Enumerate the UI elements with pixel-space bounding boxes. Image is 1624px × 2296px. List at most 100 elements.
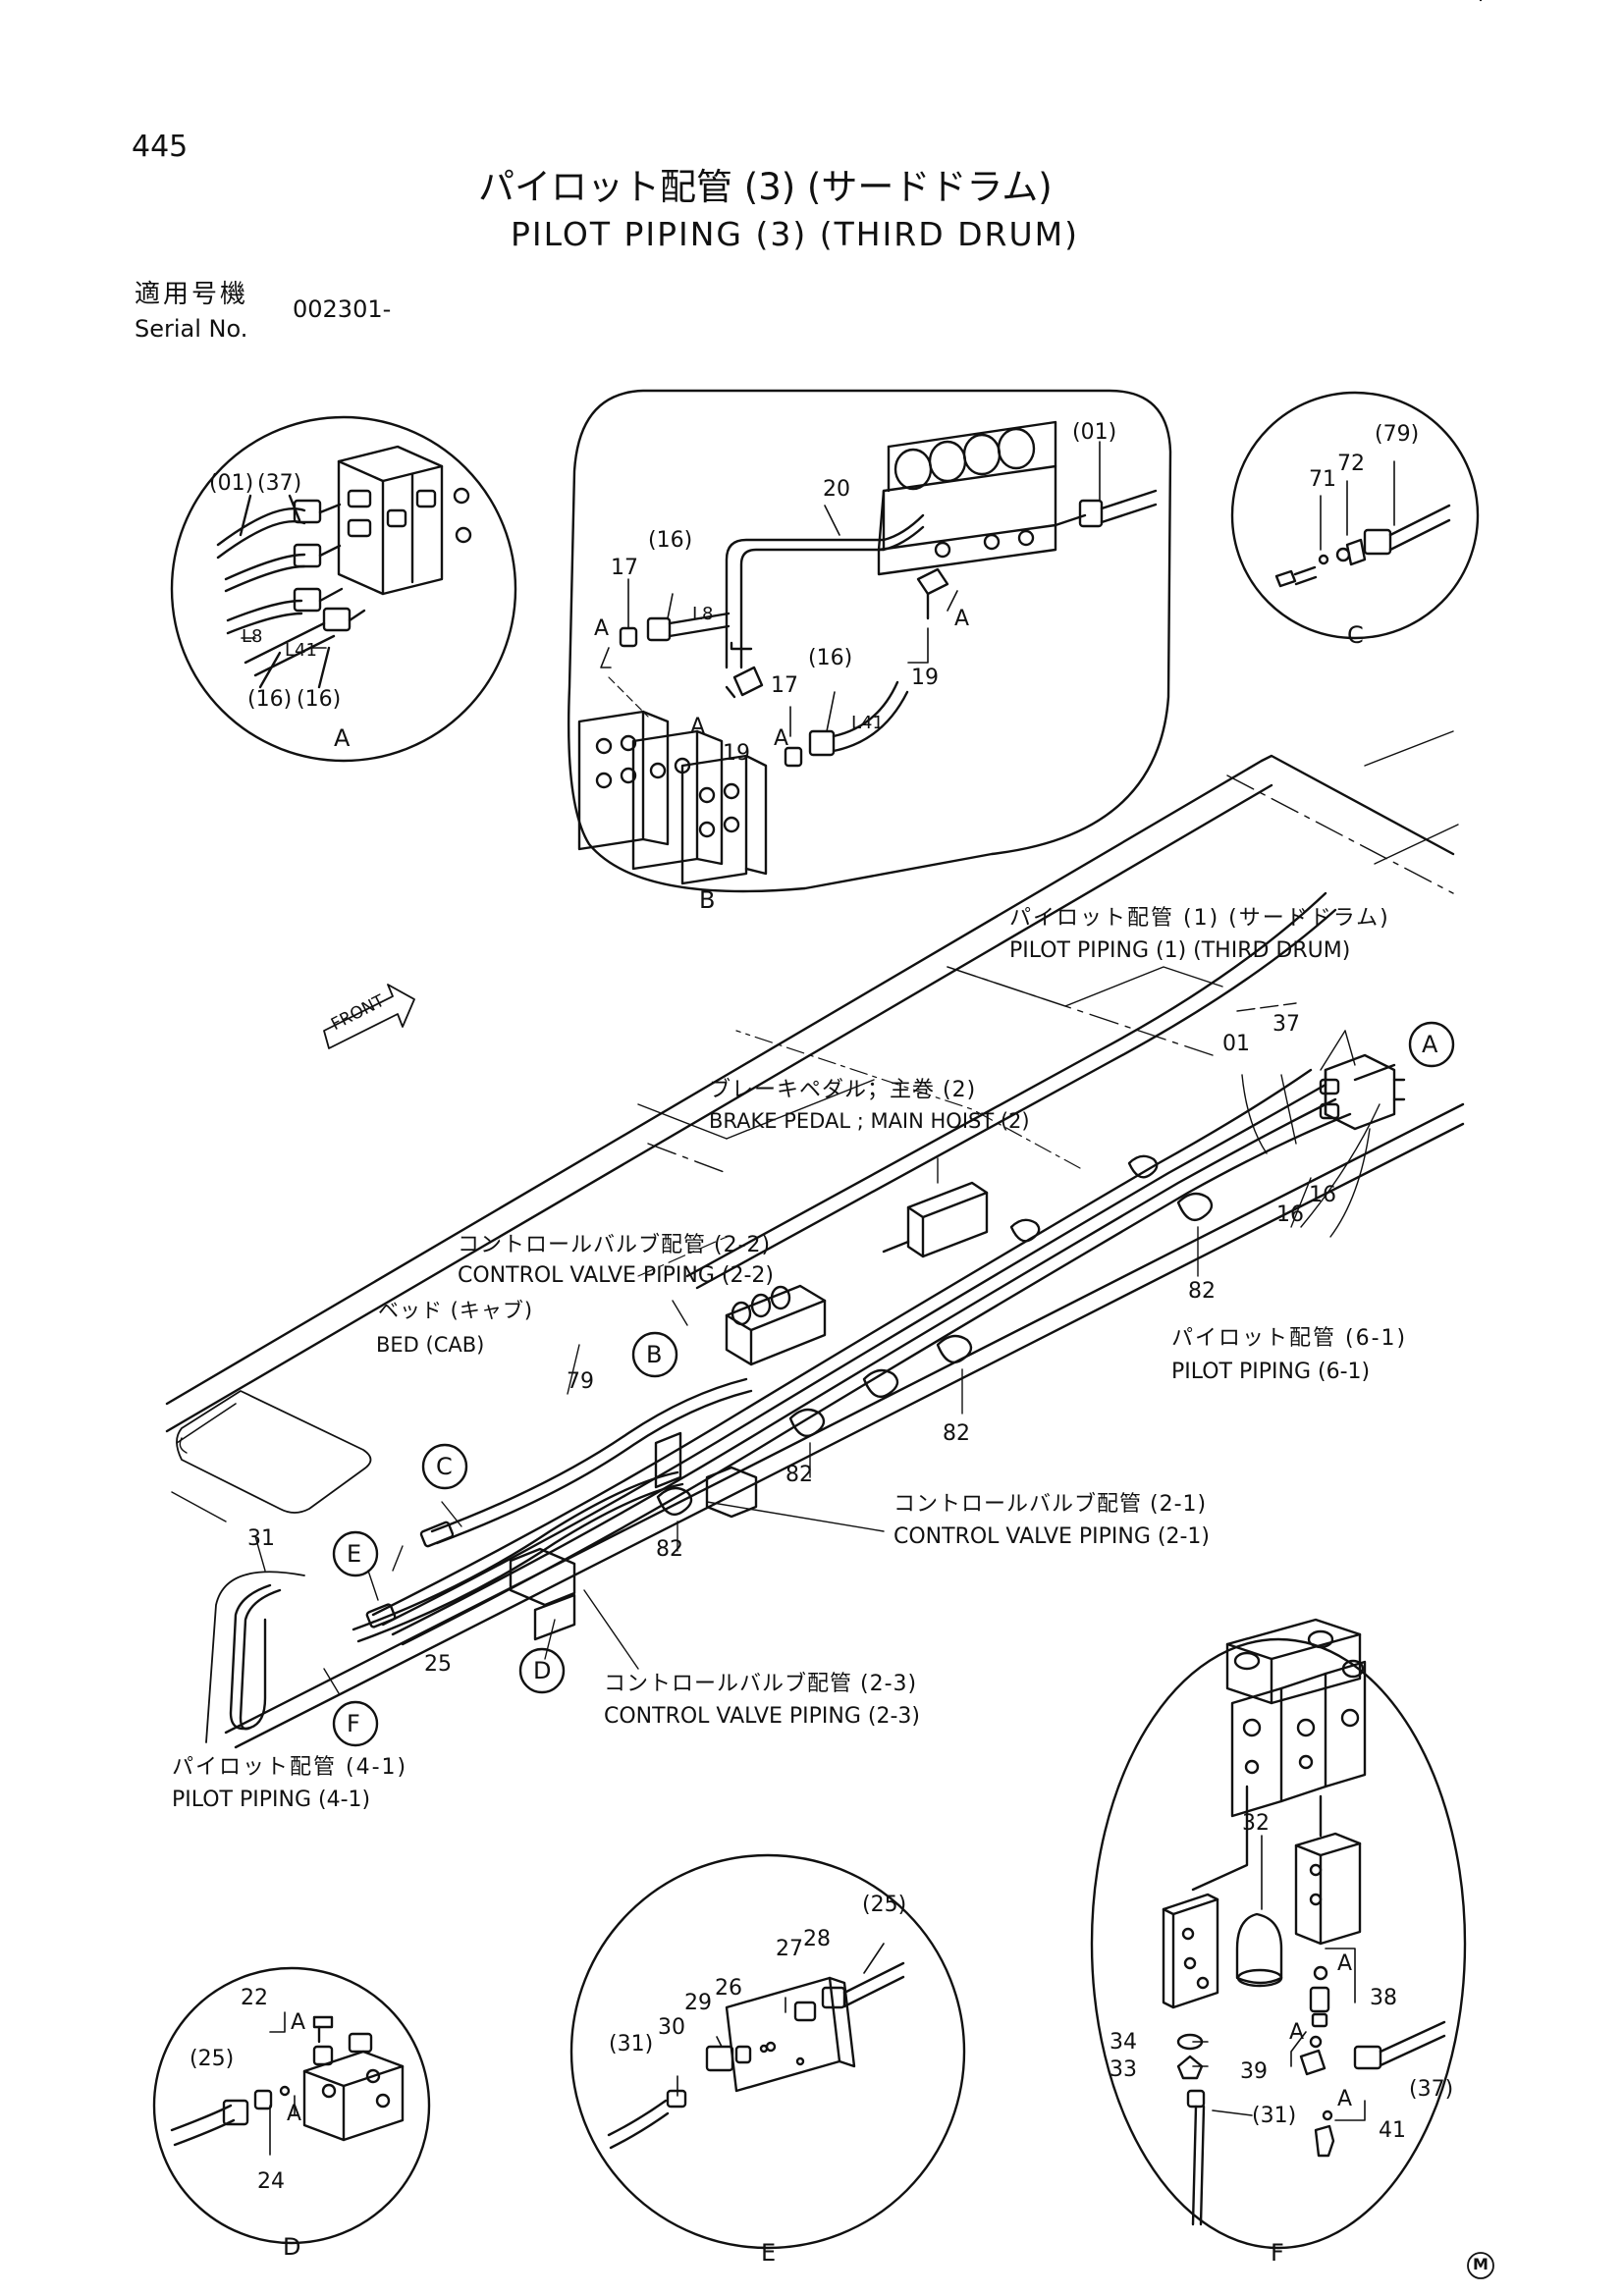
detail-label-e: E	[761, 2239, 777, 2267]
label-b-a2: A	[954, 607, 970, 631]
detail-label-a: A	[334, 724, 351, 752]
callout-cv21-en: CONTROL VALVE PIPING (2-1)	[893, 1524, 1211, 1549]
ref-a: A	[1422, 1031, 1438, 1058]
label-d-22: 22	[241, 1986, 268, 2010]
manufacturer-mark: M	[1473, 2255, 1489, 2273]
piping-assembly	[205, 891, 1406, 1743]
detail-f	[1090, 1618, 1467, 2250]
detail-d	[152, 1966, 431, 2245]
label-f-39: 39	[1240, 2059, 1268, 2084]
label-f-a3: A	[1337, 2087, 1353, 2111]
detail-b	[567, 389, 1172, 893]
label-a-16-right: (16)	[297, 687, 342, 712]
label-f-38: 38	[1370, 1986, 1397, 2010]
label-f-34: 34	[1110, 2030, 1137, 2055]
detail-label-f: F	[1271, 2239, 1284, 2267]
label-e-26: 26	[715, 1976, 742, 2001]
label-b-17-low: 17	[771, 673, 798, 698]
label-e-30: 30	[658, 2015, 685, 2040]
callout-bed-en: BED (CAB)	[376, 1333, 485, 1357]
label-e-29: 29	[684, 1991, 712, 2015]
callout-cv23-en: CONTROL VALVE PIPING (2-3)	[604, 1704, 921, 1729]
label-f-a2: A	[1289, 2020, 1305, 2045]
label-b-20: 20	[823, 477, 850, 502]
label-c-79: (79)	[1375, 422, 1420, 447]
label-main-82-d: 82	[656, 1537, 683, 1562]
label-d-a2: A	[287, 2102, 302, 2126]
label-e-25: (25)	[862, 1893, 907, 1917]
callout-cv22-en: CONTROL VALVE PIPING (2-2)	[458, 1263, 775, 1288]
label-a-l8: L8	[242, 626, 263, 647]
callout-cv22-jp: コントロールバルブ配管 (2-2)	[458, 1233, 772, 1257]
serial-value: 002301-	[293, 295, 392, 323]
callout-brake-jp: ブレーキペダル；主巻 (2)	[709, 1078, 977, 1102]
callout-pilot41-en: PILOT PIPING (4-1)	[172, 1788, 371, 1812]
detail-reference-circles	[332, 1021, 1455, 1747]
detail-label-d: D	[283, 2233, 301, 2261]
callout-brake-en: BRAKE PEDAL ; MAIN HOIST (2)	[709, 1109, 1030, 1133]
label-b-19-low: 19	[723, 741, 750, 766]
detail-e	[569, 1853, 966, 2250]
page-title-en: PILOT PIPING (3) (THIRD DRUM)	[511, 215, 1079, 253]
label-b-a4: A	[774, 726, 789, 751]
detail-a	[170, 415, 517, 763]
serial-label-en: Serial No.	[135, 315, 248, 343]
label-main-82-b: 82	[943, 1421, 970, 1446]
label-main-82-c: 82	[785, 1463, 813, 1487]
main-frame	[165, 730, 1465, 1749]
label-a-16-left: (16)	[247, 687, 293, 712]
label-f-a1: A	[1337, 1951, 1353, 1976]
label-main-79: 79	[567, 1369, 594, 1394]
detail-label-b: B	[699, 886, 716, 914]
label-b-l41: L41	[851, 713, 884, 733]
label-a-l41: L41	[285, 640, 317, 661]
label-f-41: 41	[1379, 2118, 1406, 2143]
page-number: 445	[132, 130, 189, 164]
page-title-jp: パイロット配管 (3) (サードドラム)	[478, 166, 1053, 208]
label-b-16-top: (16)	[648, 528, 693, 553]
ref-b: B	[646, 1341, 663, 1368]
label-b-17-top: 17	[611, 556, 638, 580]
ref-f: F	[347, 1710, 360, 1737]
ref-e: E	[347, 1540, 362, 1568]
label-d-24: 24	[257, 2169, 285, 2194]
label-e-27: 27	[776, 1937, 803, 1961]
label-main-16-b: 16	[1309, 1183, 1336, 1207]
label-main-37: 37	[1272, 1012, 1300, 1037]
label-main-01: 01	[1222, 1032, 1250, 1056]
label-b-l8: L8	[692, 604, 714, 624]
label-a-37: (37)	[257, 471, 302, 496]
serial-label-jp: 適用号機	[135, 280, 249, 309]
label-f-32: 32	[1242, 1811, 1270, 1836]
callout-bed-jp: ベッド (キャブ)	[378, 1299, 534, 1322]
label-main-16-a: 16	[1276, 1202, 1304, 1227]
label-e-31: (31)	[609, 2032, 654, 2056]
label-c-72: 72	[1337, 452, 1365, 476]
detail-c	[1230, 391, 1480, 640]
label-f-33: 33	[1110, 2057, 1137, 2082]
callout-pilot1-jp: パイロット配管 (1) (サードドラム)	[1009, 906, 1390, 931]
label-b-a1: A	[594, 616, 610, 641]
label-main-82-a: 82	[1188, 1279, 1216, 1304]
label-main-25: 25	[424, 1652, 452, 1677]
callout-cv23-jp: コントロールバルブ配管 (2-3)	[604, 1672, 918, 1696]
label-b-a3: A	[690, 715, 706, 739]
label-b-19-right: 19	[911, 666, 939, 690]
ref-d: D	[533, 1657, 552, 1684]
label-f-31: (31)	[1252, 2104, 1297, 2128]
label-c-71: 71	[1309, 467, 1336, 492]
callout-pilot41-jp: パイロット配管 (4-1)	[172, 1755, 408, 1780]
label-f-37: (37)	[1409, 2077, 1454, 2102]
callout-cv21-jp: コントロールバルブ配管 (2-1)	[893, 1492, 1208, 1517]
callout-pilot61-jp: パイロット配管 (6-1)	[1171, 1326, 1408, 1351]
label-d-25: (25)	[189, 2047, 235, 2071]
label-b-01: (01)	[1072, 420, 1117, 445]
callout-pilot61-en: PILOT PIPING (6-1)	[1171, 1360, 1371, 1384]
label-b-16-low: (16)	[808, 646, 853, 670]
ref-c: C	[436, 1453, 453, 1480]
label-d-a1: A	[291, 2010, 306, 2035]
detail-label-c: C	[1347, 621, 1364, 649]
label-a-01: (01)	[209, 471, 254, 496]
callout-pilot1-en: PILOT PIPING (1) (THIRD DRUM)	[1009, 938, 1351, 963]
